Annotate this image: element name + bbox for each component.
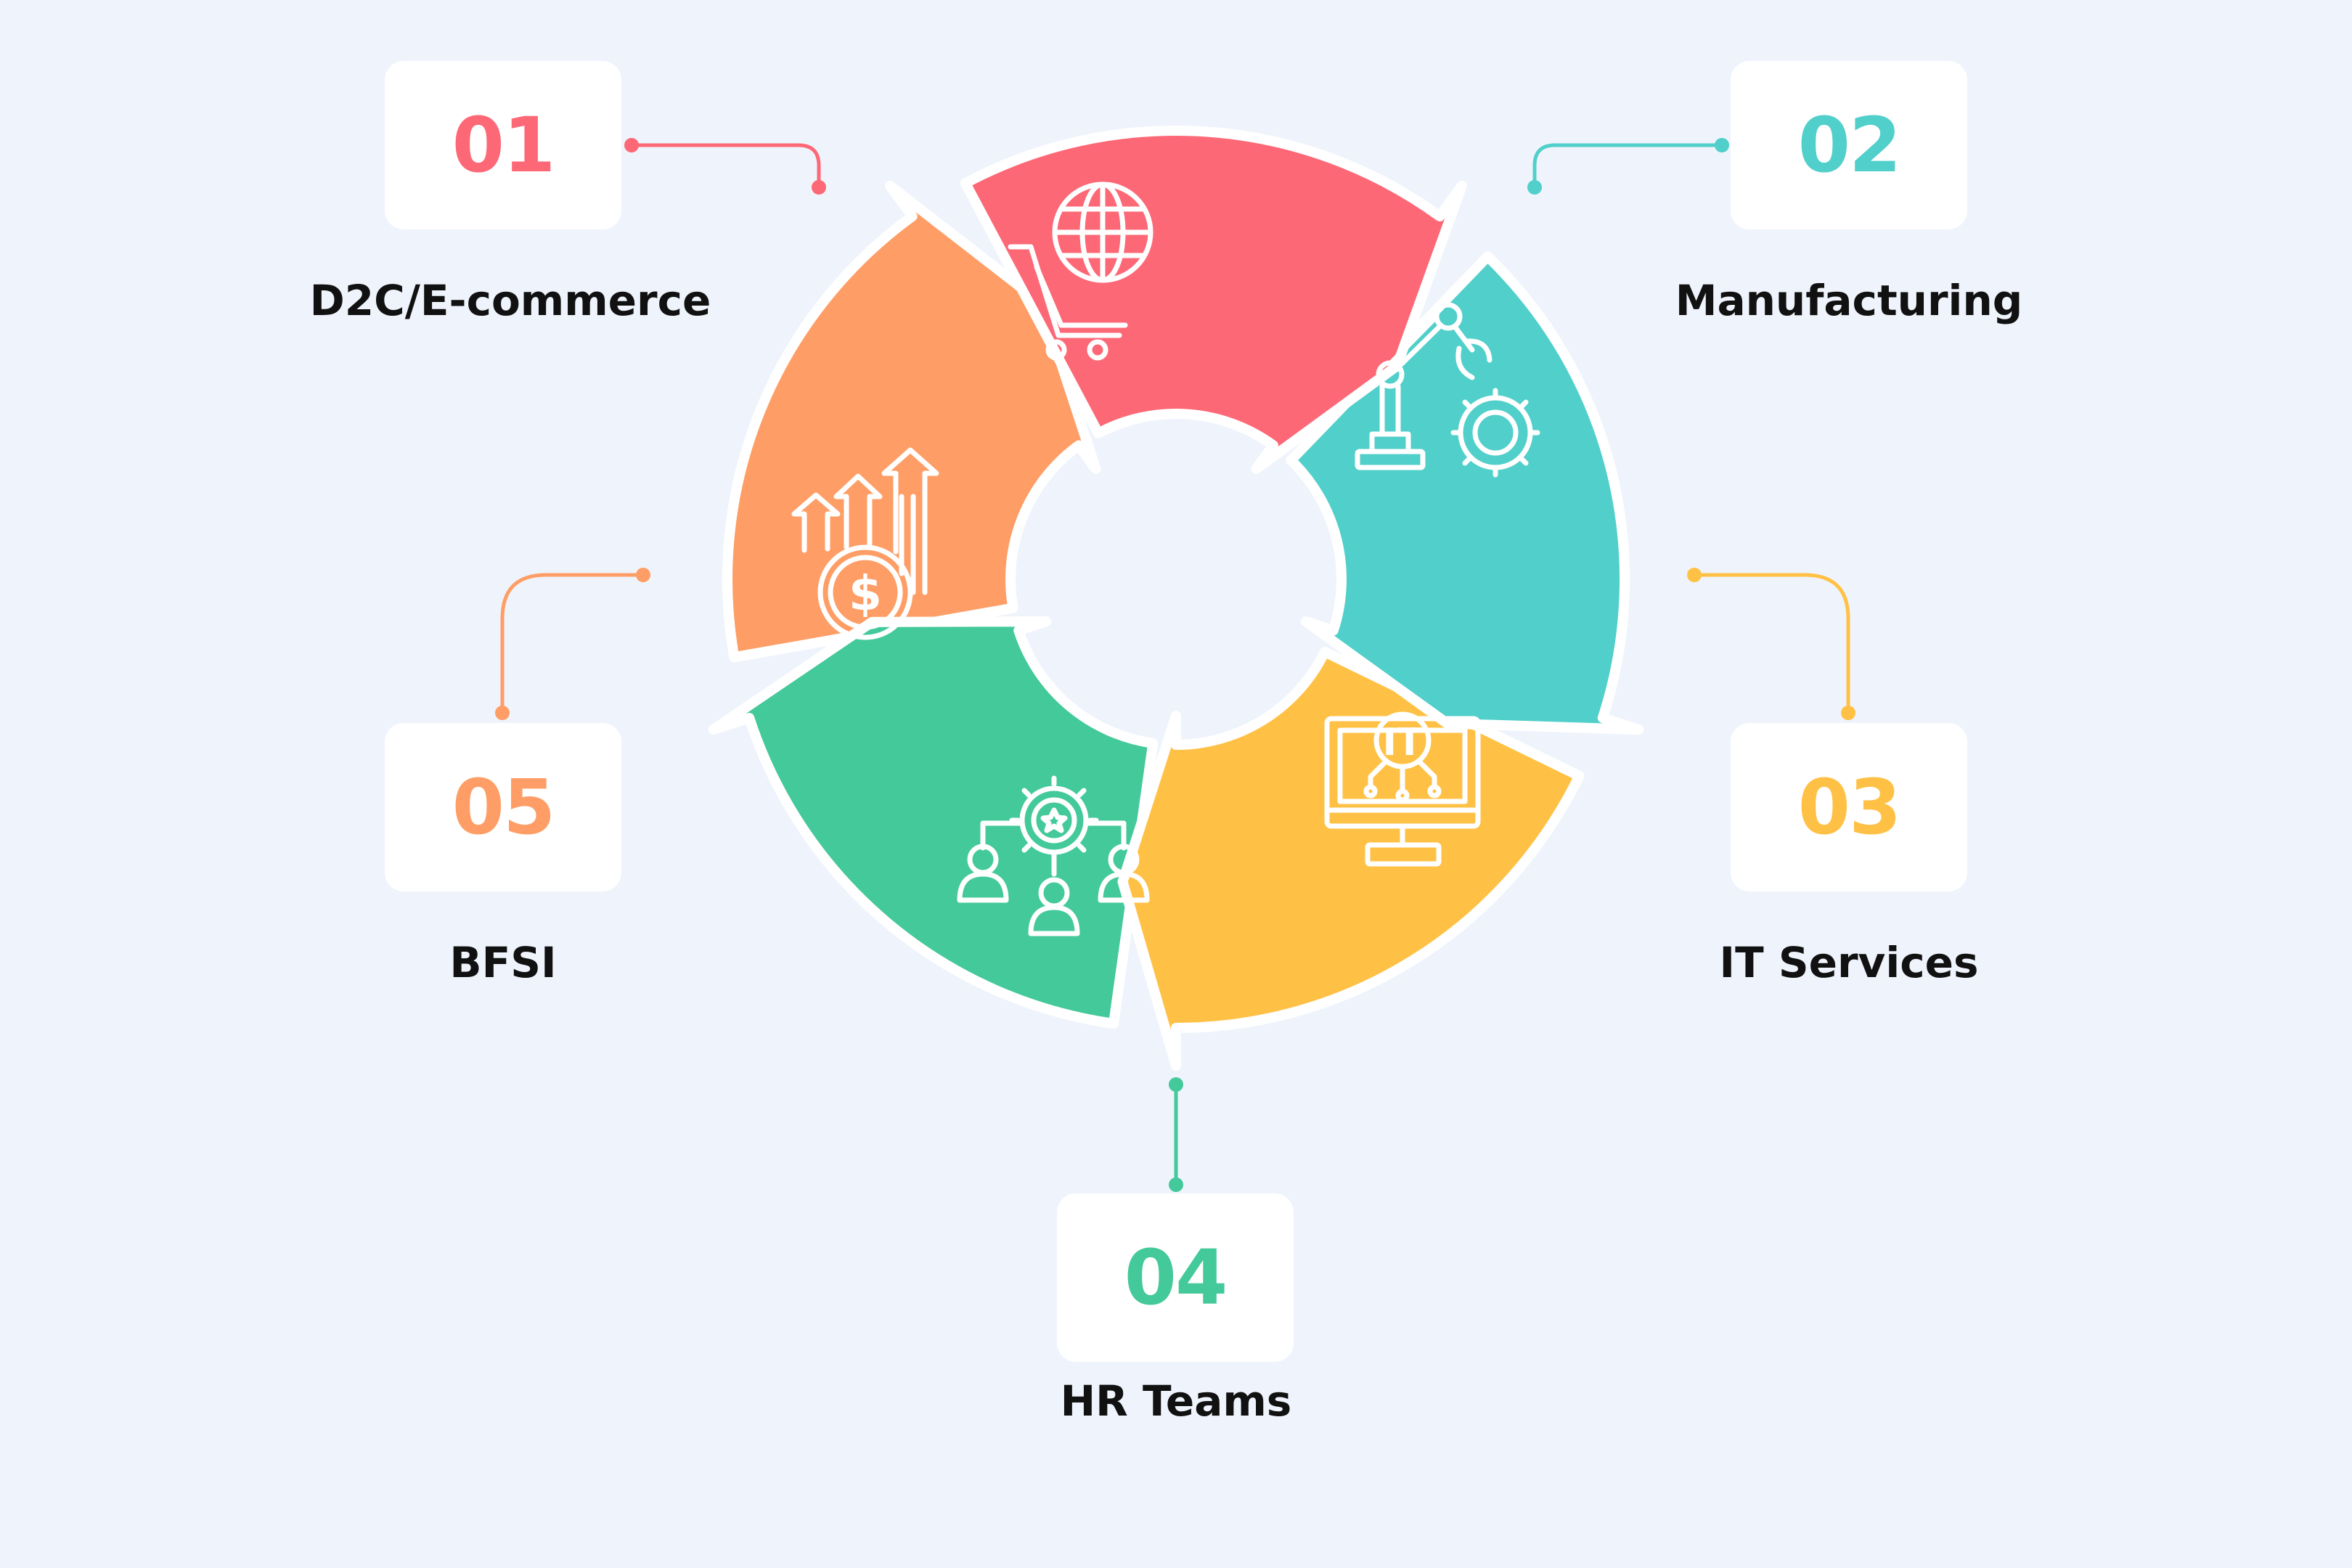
step-label-02: Manufacturing: [1675, 276, 2023, 325]
connector-line-05: [500, 573, 643, 713]
card-05-box: [385, 723, 621, 891]
ring-segment-04: [708, 616, 1159, 1029]
step-label-05: BFSI: [449, 938, 556, 987]
connector-line-02: [1532, 143, 1722, 187]
step-number-02: 02: [1798, 101, 1900, 189]
card-04: 04: [1057, 1193, 1294, 1362]
it-icon-text: IT: [1383, 721, 1423, 764]
connector-dot-04a: [1169, 1077, 1183, 1092]
cart-globe-icon: [1008, 181, 1153, 361]
it-monitor-icon: IT: [1324, 711, 1481, 867]
connector-dot-05b: [495, 706, 510, 720]
connector-dot-01b: [812, 180, 826, 195]
connector-line-03: [1694, 573, 1850, 713]
step-number-01: 01: [452, 101, 555, 189]
connector-dot-03b: [1841, 706, 1855, 720]
connector-dot-02a: [1715, 138, 1729, 152]
card-05: 05: [385, 723, 621, 891]
step-label-04: HR Teams: [1061, 1376, 1292, 1426]
dollar-growth-icon: $: [791, 447, 939, 640]
ring-segment-01: [960, 125, 1467, 474]
card-03: 03: [1731, 723, 1967, 891]
connector-line-01: [632, 143, 821, 187]
step-label-03: IT Services: [1720, 938, 1979, 987]
connector-05: [495, 568, 650, 720]
connector-01: [624, 138, 826, 195]
ring-segment-05: [722, 181, 1101, 663]
robot-arm-gear-icon: [1355, 302, 1540, 478]
card-04-box: [1057, 1193, 1294, 1362]
connector-dot-05a: [636, 568, 650, 582]
connector-04: [1169, 1077, 1183, 1192]
connector-02: [1527, 138, 1729, 195]
connector-dot-01a: [624, 138, 639, 152]
step-number-04: 04: [1124, 1233, 1227, 1322]
connector-dot-03a: [1687, 568, 1702, 582]
connector-dot-04b: [1169, 1177, 1183, 1192]
step-number-05: 05: [452, 763, 555, 852]
connectors: [495, 138, 1855, 1192]
card-02-box: [1731, 61, 1967, 229]
step-label-01: D2C/E-commerce: [310, 276, 711, 325]
card-03-box: [1731, 723, 1967, 891]
card-02: 02: [1731, 61, 1967, 229]
dollar-icon-text: $: [849, 565, 882, 621]
team-gear-icon: [957, 775, 1150, 936]
step-number-03: 03: [1798, 763, 1900, 852]
card-01-box: [385, 61, 621, 229]
card-01: 01: [385, 61, 621, 229]
connector-03: [1687, 568, 1855, 720]
connector-dot-02b: [1527, 180, 1542, 195]
